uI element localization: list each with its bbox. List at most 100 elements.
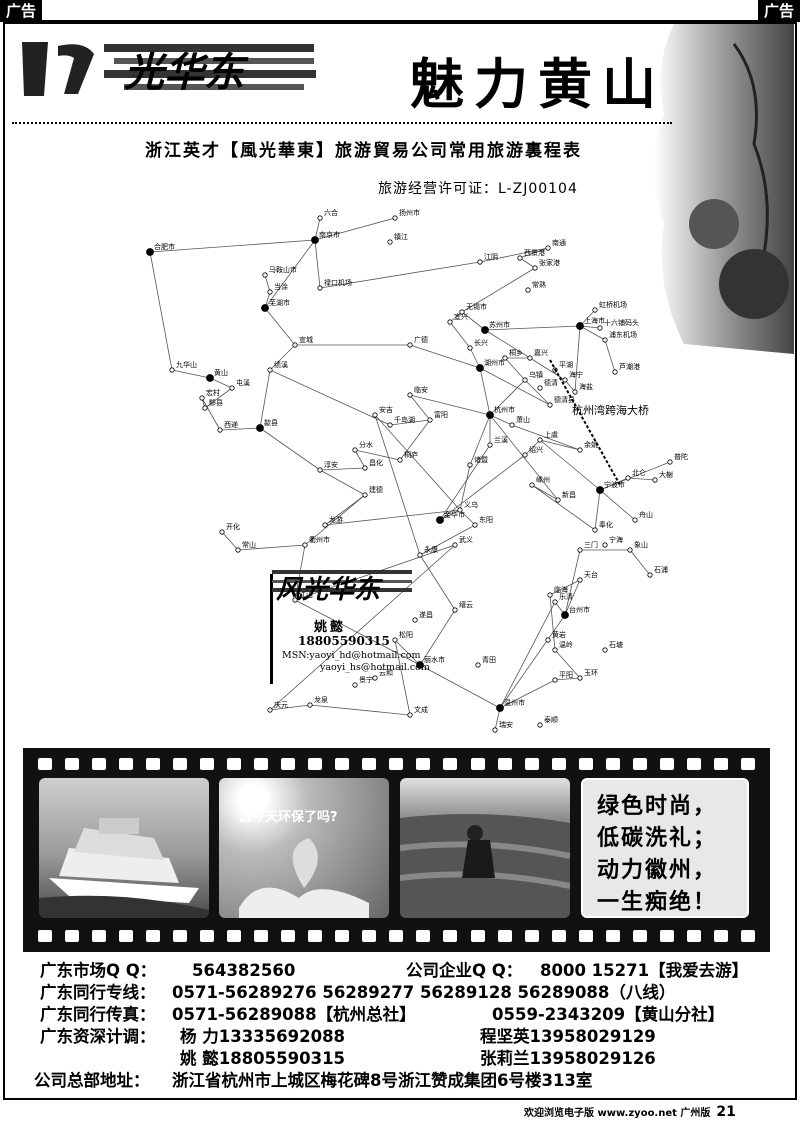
city-node: [572, 389, 578, 395]
city-label: 平阳: [559, 670, 573, 679]
route-line: [549, 579, 581, 596]
route-line: [269, 344, 296, 371]
city-node: [522, 377, 528, 383]
city-node: [576, 322, 584, 330]
page-frame: [3, 22, 797, 1100]
city-node: [235, 547, 241, 553]
city-label: 松阳: [399, 630, 413, 639]
city-label: 海盐: [579, 382, 593, 391]
city-node: [307, 702, 313, 708]
route-line: [264, 274, 271, 293]
route-line: [419, 664, 501, 709]
city-label: 德清县: [554, 395, 575, 404]
city-label: 张家港: [539, 258, 560, 267]
city-label: 宏村: [206, 388, 220, 397]
city-label: 黟县: [209, 398, 223, 407]
city-node: [219, 529, 225, 535]
route-line: [499, 679, 556, 709]
route-line: [259, 427, 321, 471]
city-label: 青田: [482, 655, 496, 664]
city-label: 海宁: [569, 370, 583, 379]
city-label: 普陀: [674, 452, 688, 461]
route-line: [259, 369, 271, 429]
city-label: 南京市: [319, 230, 340, 239]
page-title: 魅力黄山: [410, 52, 666, 116]
city-label: 石塘: [609, 640, 623, 649]
route-line: [314, 239, 321, 289]
city-node: [481, 326, 489, 334]
city-label: 黄岩: [552, 630, 566, 639]
city-node: [146, 248, 154, 256]
city-label: 诸暨: [474, 455, 488, 464]
city-label: 六合: [324, 208, 338, 217]
route-line: [314, 217, 396, 241]
city-node: [602, 647, 608, 653]
brand-logo: 光华东: [22, 42, 316, 96]
slogan-text: 绿色时尚， 低碳洗礼； 动力徽州， 一生痴绝！: [597, 793, 718, 915]
city-label: 德清: [544, 378, 558, 387]
city-label: 虹桥机场: [599, 300, 627, 309]
city-label: 桐乡: [509, 348, 523, 357]
route-line: [264, 307, 296, 346]
city-node: [522, 452, 528, 458]
city-label: 建德: [369, 485, 383, 494]
route-line: [319, 261, 481, 289]
city-label: 舟山: [639, 510, 653, 519]
city-node: [555, 497, 561, 503]
route-line: [409, 344, 481, 369]
city-node: [256, 424, 264, 432]
city-node: [217, 427, 223, 433]
city-node: [561, 611, 569, 619]
slogan-panel: 绿色时尚， 低碳洗礼； 动力徽州， 一生痴绝！: [581, 778, 749, 918]
city-label: 萧山: [516, 415, 530, 424]
page-subtitle: 浙江英才【風光華東】旅游貿易公司常用旅游裏程表: [145, 141, 582, 161]
ad-tag-right: 广告: [757, 0, 800, 22]
city-label: 西景港: [524, 248, 545, 257]
city-label: 宁波市: [604, 480, 625, 489]
dotted-divider: [12, 122, 672, 124]
city-node: [387, 422, 393, 428]
city-label: 淳安: [324, 460, 338, 469]
city-label: 马鞍山市: [269, 265, 297, 274]
city-node: [477, 259, 483, 265]
route-line: [459, 464, 471, 511]
route-line: [489, 414, 559, 501]
city-node: [602, 542, 608, 548]
city-node: [547, 592, 553, 598]
city-label: 绍兴: [529, 445, 543, 454]
city-node: [472, 522, 478, 528]
city-label: 北仑: [632, 468, 646, 477]
route-line: [461, 311, 486, 331]
city-label: 兰溪: [494, 435, 508, 444]
route-line: [489, 414, 513, 426]
city-label: 上虞: [544, 430, 558, 439]
city-label: 镇江: [394, 232, 408, 241]
city-node: [597, 325, 603, 331]
city-node: [627, 547, 633, 553]
city-node: [392, 215, 398, 221]
city-label: 扬州市: [399, 208, 420, 217]
city-node: [417, 552, 423, 558]
route-line: [374, 414, 421, 556]
city-label: 西递: [224, 420, 238, 429]
route-line: [399, 419, 431, 461]
route-map: 合肥市南京市扬州市镇江六合南通西景港张家港常熟无锡市江阴宜兴苏州市上海市十六铺码…: [146, 208, 688, 733]
city-label: 温州市: [504, 698, 525, 707]
city-label: 长兴: [474, 338, 488, 347]
city-node: [202, 405, 208, 411]
city-label: 奉化: [599, 520, 613, 529]
route-line: [419, 554, 456, 611]
city-node: [602, 337, 608, 343]
city-node: [261, 304, 269, 312]
city-label: 缙云: [459, 600, 473, 609]
city-node: [292, 342, 298, 348]
city-label: 武义: [459, 535, 473, 544]
page-number: 21: [716, 1104, 736, 1120]
city-node: [372, 675, 378, 681]
city-label: 禄口机场: [324, 278, 352, 287]
card-logo: 风光华东: [272, 570, 412, 605]
city-node: [452, 607, 458, 613]
route-line: [574, 325, 581, 393]
city-node: [447, 319, 453, 325]
route-line: [489, 379, 526, 416]
